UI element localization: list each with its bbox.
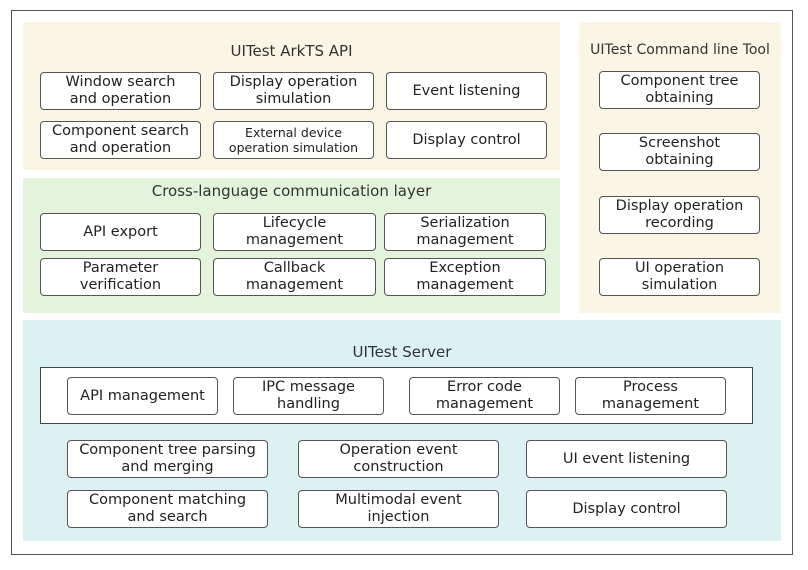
process-management-box: Process management (575, 377, 726, 415)
operation-event-construction-box: Operation event construction (298, 440, 499, 478)
exception-management-box: Exception management (384, 258, 546, 296)
component-matching-box: Component matching and search (67, 490, 268, 528)
server-title: UITest Server (352, 343, 452, 361)
diagram-frame (11, 10, 793, 555)
cross-language-title: Cross-language communication layer (151, 182, 432, 200)
server-display-control-box: Display control (526, 490, 727, 528)
component-tree-obtaining-box: Component tree obtaining (599, 71, 760, 109)
callback-management-box: Callback management (213, 258, 376, 296)
command-line-tool-title: UITest Command line Tool (590, 42, 770, 58)
component-search-box: Component search and operation (40, 121, 201, 159)
error-code-management-box: Error code management (409, 377, 560, 415)
component-tree-parsing-box: Component tree parsing and merging (67, 440, 268, 478)
window-search-box: Window search and operation (40, 72, 201, 110)
display-operation-recording-box: Display operation recording (599, 196, 760, 234)
event-listening-box: Event listening (386, 72, 547, 110)
ipc-message-handling-box: IPC message handling (233, 377, 384, 415)
screenshot-obtaining-box: Screenshot obtaining (599, 133, 760, 171)
ui-event-listening-box: UI event listening (526, 440, 727, 478)
display-operation-simulation-box: Display operation simulation (213, 72, 374, 110)
arkts-api-title: UITest ArkTS API (230, 42, 353, 60)
external-device-simulation-box: External device operation simulation (213, 121, 374, 159)
display-control-box: Display control (386, 121, 547, 159)
parameter-verification-box: Parameter verification (40, 258, 201, 296)
lifecycle-management-box: Lifecycle management (213, 213, 376, 251)
api-export-box: API export (40, 213, 201, 251)
ui-operation-simulation-box: UI operation simulation (599, 258, 760, 296)
multimodal-event-injection-box: Multimodal event injection (298, 490, 499, 528)
api-management-box: API management (67, 377, 218, 415)
serialization-management-box: Serialization management (384, 213, 546, 251)
